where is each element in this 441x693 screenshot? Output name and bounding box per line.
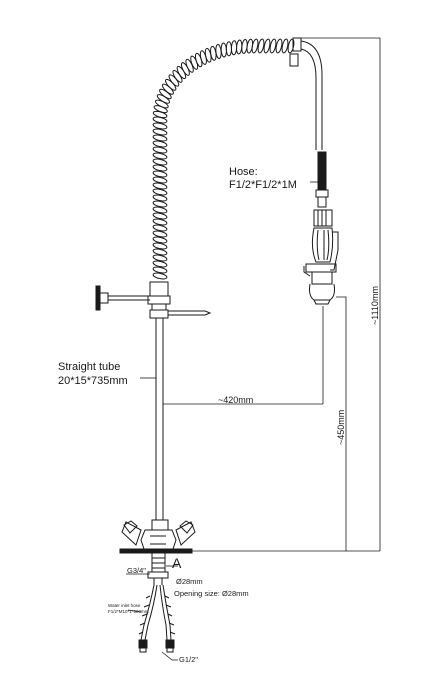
- spring-coil-loop: [152, 188, 168, 196]
- lever-arm: [168, 310, 212, 316]
- overhead-hose: [289, 37, 323, 150]
- spring-coil-loop: [152, 212, 168, 220]
- countertop: [119, 548, 193, 554]
- spring-coil-loop: [152, 164, 168, 172]
- main-column: [147, 281, 171, 531]
- detail-mark-a: A: [172, 555, 182, 571]
- spring-coil-loop: [152, 122, 168, 130]
- spring-coil-loop: [152, 254, 168, 262]
- spring-coil-loop: [152, 176, 168, 184]
- spring-coil-loop: [152, 158, 168, 166]
- spring-coil-loop: [251, 38, 259, 54]
- straight-tube-label: Straight tube: [58, 361, 121, 373]
- spring-coil-loop: [152, 146, 168, 154]
- spring-coil-loop: [152, 248, 168, 256]
- opening-size-label: Opening size: Ø28mm: [174, 589, 249, 598]
- spring-coil-loop: [152, 266, 168, 274]
- cross-handle-icon: [121, 520, 196, 553]
- spring-coil-loop: [152, 134, 168, 142]
- spring-coil-loop: [257, 38, 265, 54]
- inlet-hose-label: Water inlet hose: [108, 603, 141, 608]
- spring-coil-loop: [281, 38, 289, 54]
- spring-coil-icon: [152, 38, 295, 280]
- spring-coil-loop: [185, 58, 194, 73]
- spring-coil-loop: [152, 152, 168, 160]
- inlet-hose-spec-label: F1/2*M10*1*500mm: [108, 609, 149, 614]
- spring-coil-loop: [152, 260, 168, 268]
- spout-height-dimension-label: ~450mm: [336, 409, 346, 445]
- spring-coil-loop: [152, 200, 168, 208]
- hose-spec-label: F1/2*F1/2*1M: [229, 179, 297, 191]
- total-height-dimension-label: ~1110mm: [370, 286, 380, 325]
- spring-coil-loop: [230, 40, 238, 56]
- spring-coil-loop: [152, 218, 168, 226]
- spray-valve-icon: [303, 151, 339, 305]
- inlet-thread-label: G3/4": [127, 566, 146, 575]
- spring-coil-loop: [152, 170, 168, 178]
- straight-tube-spec-label: 20*15*735mm: [58, 375, 128, 387]
- spring-coil-loop: [263, 38, 271, 54]
- spring-coil-loop: [225, 41, 233, 57]
- shank: [147, 553, 169, 585]
- spring-coil-loop: [153, 105, 168, 114]
- spring-coil-loop: [152, 272, 168, 280]
- hose-label: Hose:: [229, 166, 258, 178]
- spring-coil-loop: [154, 99, 169, 109]
- reach-dimension-label: ~420mm: [218, 395, 254, 405]
- spring-coil-loop: [152, 206, 168, 214]
- wall-bracket-icon: [95, 285, 150, 311]
- spring-coil-loop: [152, 140, 168, 148]
- spring-coil-loop: [180, 62, 190, 76]
- spring-coil-loop: [152, 128, 168, 136]
- spring-coil-loop: [152, 224, 168, 232]
- spring-coil-loop: [269, 38, 277, 54]
- spring-coil-loop: [152, 230, 168, 238]
- hose-thread-label: G1/2": [179, 655, 198, 664]
- spring-coil-loop: [287, 38, 295, 54]
- spring-coil-loop: [152, 242, 168, 250]
- dimension-lines: [126, 37, 381, 661]
- inlet-hoses: [138, 584, 176, 653]
- spring-coil-loop: [152, 182, 168, 190]
- spring-coil-loop: [275, 38, 283, 54]
- spring-coil-loop: [152, 236, 168, 244]
- spring-coil-loop: [152, 194, 168, 202]
- hole-diameter-label: Ø28mm: [176, 577, 203, 586]
